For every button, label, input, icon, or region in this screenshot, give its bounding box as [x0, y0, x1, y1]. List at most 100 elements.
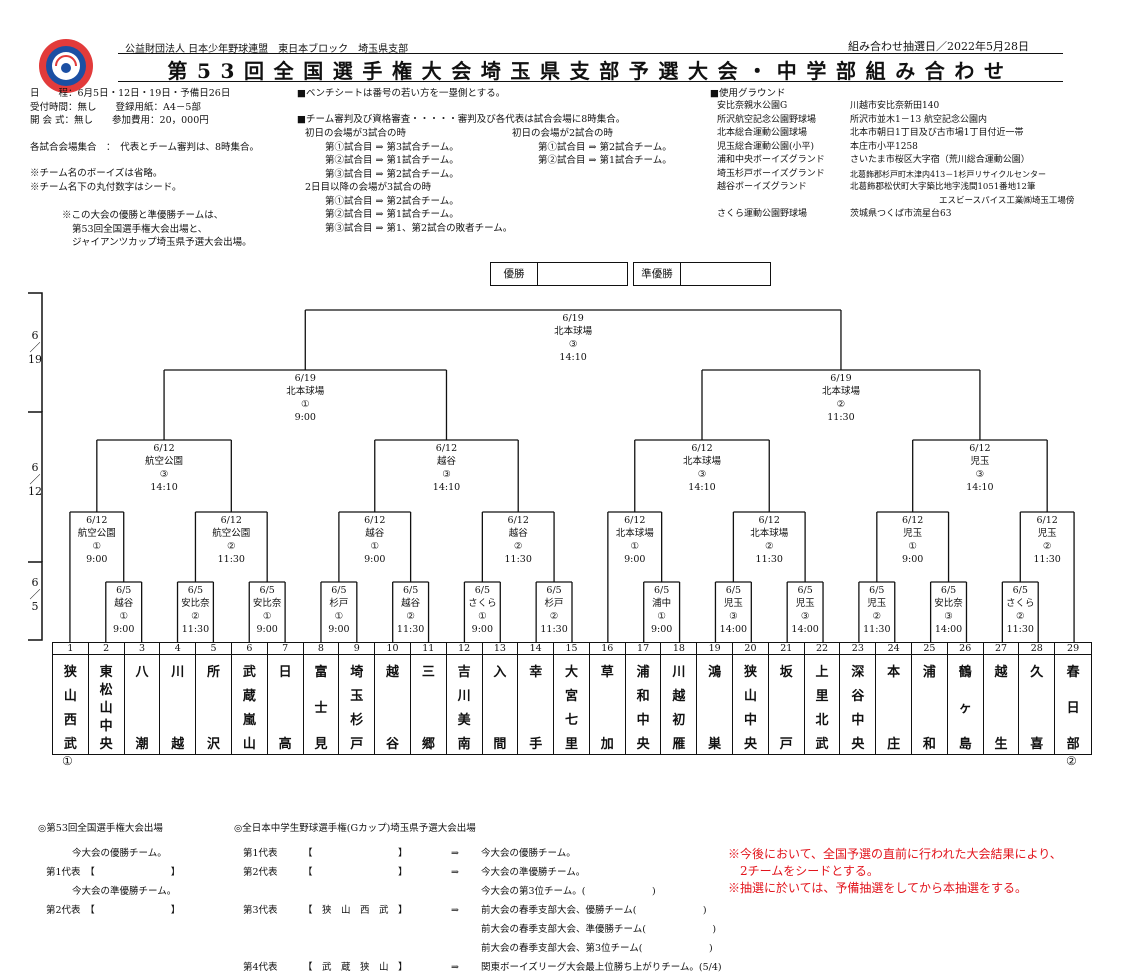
match-info-line: ③	[975, 469, 985, 480]
gcup-title: ◎全日本中学生野球選手権(Gカップ)埼玉県予選大会出場	[234, 823, 476, 834]
gcup-label: 第3代表	[243, 905, 278, 916]
team-name-char: 生	[994, 737, 1008, 752]
match-info-line: ③	[568, 339, 578, 350]
match-info-line: ②	[191, 611, 200, 622]
gcup-team	[303, 882, 451, 901]
draw-date: 組み合わせ抽選日／2022年5月28日	[848, 40, 1029, 53]
match-info-line: 児玉	[795, 598, 815, 609]
team-name: 浦和	[912, 655, 948, 755]
team-name: 本庄	[876, 655, 913, 755]
gcup-arrow: ⇒	[451, 867, 459, 878]
match-info-line: ①	[92, 541, 102, 552]
gcup-row: 第3代表【 狭 山 西 武 】⇒前大会の春季支部大会、優勝チーム( )	[243, 901, 722, 920]
match-info-line: 6/5	[653, 585, 670, 596]
ground-address: 北葛飾郡杉戸町木津内413－1杉戸リサイクルセンター	[850, 169, 1046, 179]
rule-line: 第③試合目 ⇒ 第2試合チーム。	[325, 168, 459, 180]
team-number: 24	[876, 643, 913, 655]
team-name-char: 山	[63, 689, 77, 704]
team-number: 23	[840, 643, 877, 655]
runner-up-box: 準優勝	[633, 262, 771, 286]
rule-line: 第②試合目 ⇒ 第1試合チーム。	[325, 155, 459, 166]
organizer-text: 公益財団法人 日本少年野球連盟 東日本ブロック 埼玉県支部	[125, 44, 409, 55]
match-info-line: 6/5	[546, 585, 562, 596]
team-name: 吉川美南	[447, 655, 483, 755]
gcup-team: 【 武 蔵 狭 山 】	[303, 962, 408, 973]
team-name-char: 上	[815, 665, 829, 680]
seed-left: ①	[62, 754, 73, 768]
gcup-list: 第1代表【 】⇒今大会の優勝チーム。第2代表【 】⇒今大会の準優勝チーム。今大会…	[243, 844, 722, 977]
match-info-line: 6/12	[364, 515, 386, 526]
match-info-line: ①	[478, 611, 487, 622]
team-name: 入間	[483, 655, 519, 755]
match-info-line: 児玉	[723, 598, 743, 609]
team-name-char: 武	[63, 737, 77, 752]
team-name-char: 戸	[779, 737, 793, 752]
ground-address: さいたま市桜区大字宿（荒川総合運動公園）	[850, 155, 1030, 165]
match-info-line: 児玉	[970, 456, 990, 467]
team-number: 13	[482, 643, 519, 655]
page-title: 第53回全国選手権大会埼玉県支部予選大会・中学部組み合わせ	[167, 59, 1014, 83]
team-name-char: 初	[672, 713, 686, 728]
team-name: 八潮	[125, 655, 161, 755]
qualification-note: ※この大会の優勝と準優勝チームは、 第53回全国選手権大会出場と、 ジャイアンツ…	[62, 209, 252, 250]
winner-box: 優勝	[490, 262, 628, 286]
team-name: 幸手	[518, 655, 555, 755]
match-info-line: 6/12	[220, 515, 242, 526]
team-name-char: 雁	[672, 737, 686, 752]
ground-name: 安比奈親水公園G	[717, 101, 788, 111]
match-info-line: ①	[262, 611, 272, 622]
team-name-char: 間	[493, 737, 507, 752]
ground-address: 川越市安比奈新田140	[850, 101, 940, 111]
match-info-line: 11:30	[755, 554, 783, 565]
match-info-line: 航空公園	[145, 456, 184, 467]
gcup-arrow: ⇒	[451, 962, 459, 973]
team-name: 大宮七里	[554, 655, 590, 755]
rule-line: 第②試合目 ⇒ 第1試合チーム。	[325, 209, 459, 220]
match-info-line: 14:10	[150, 482, 178, 493]
team-name-char: 久	[1030, 665, 1044, 680]
team-number: 2	[88, 643, 125, 655]
team-name-char: 谷	[851, 689, 865, 704]
team-name-char: 和	[922, 737, 936, 752]
team-name-char: 深	[851, 665, 865, 680]
gcup-desc: 今大会の第3位チーム。( )	[481, 886, 656, 897]
match-info-line: 6/12	[1036, 515, 1058, 526]
team-name: 草加	[590, 655, 626, 755]
ground-address: エスビースパイス工業㈱埼玉工場傍	[939, 195, 1075, 206]
team-name-char: 宮	[564, 689, 578, 704]
team-name-char: 川	[171, 665, 185, 680]
note-line: ジャイアンツカップ埼玉県予選大会出場。	[72, 237, 252, 248]
match-info-line: 9:00	[328, 624, 350, 635]
team-name: 鴻巣	[697, 655, 734, 755]
gcup-desc: 今大会の準優勝チーム。	[481, 867, 586, 878]
match-info-line: 北本球場	[821, 386, 860, 397]
match-info-line: 6/12	[691, 443, 713, 454]
match-info-line: 6/5	[331, 585, 347, 596]
winner-label: 優勝	[491, 263, 538, 285]
match-info-line: 6/5	[187, 585, 204, 596]
gcup-arrow: ⇒	[451, 905, 459, 916]
team-number: 12	[446, 643, 483, 655]
team-name: 上里北武	[805, 655, 841, 755]
national-line: 第2代表 【 】	[46, 905, 181, 916]
team-name-char: 三	[421, 665, 435, 680]
team-name: 越谷	[375, 655, 411, 755]
day-label-0605: 6／5	[29, 576, 41, 613]
match-info-line: 越谷	[508, 528, 528, 539]
team-name-char: 沢	[207, 737, 221, 752]
match-info-line: ②	[1015, 611, 1025, 622]
team-name-char: 川	[457, 689, 471, 704]
ground-name: 児玉総合運動公園(小平)	[717, 141, 815, 152]
gcup-team: 【 】	[303, 867, 408, 878]
match-info-line: 6/5	[869, 585, 885, 596]
ground-address: 北本市朝日1丁目及び古市場1丁目付近一帯	[850, 128, 1024, 138]
